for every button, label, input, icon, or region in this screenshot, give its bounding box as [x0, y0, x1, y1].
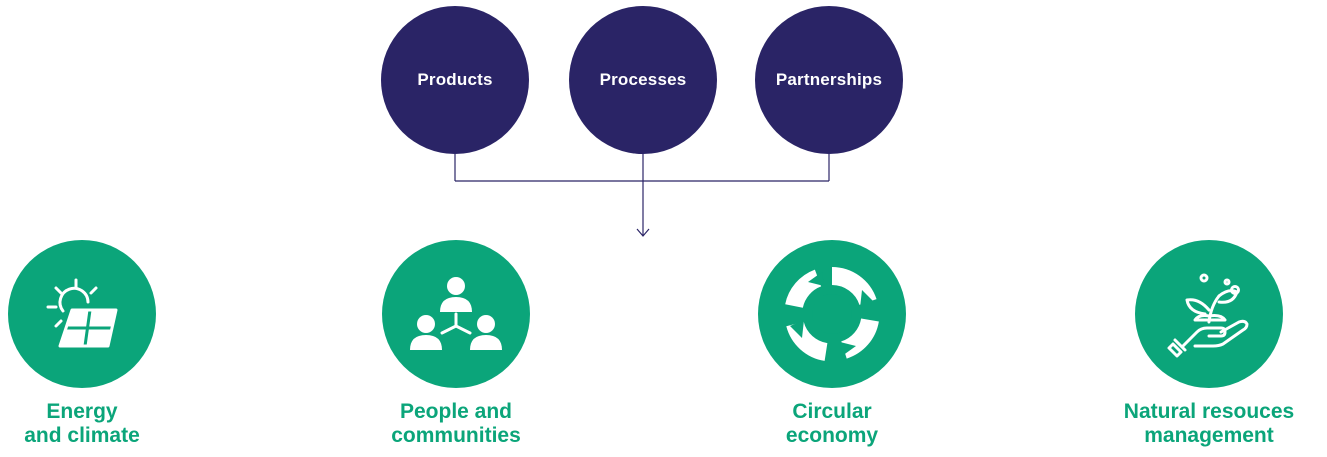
pillar-circle-energy — [8, 240, 156, 388]
arrow-down-icon — [636, 228, 650, 237]
pillar-label-people: People and communities — [336, 400, 576, 448]
pillar-label-line: People and — [399, 400, 513, 423]
pillar-circle-circular — [758, 240, 906, 388]
pillar-circle-natural — [1135, 240, 1283, 388]
driver-circle-products: Products — [381, 6, 529, 154]
pillar-label-line: management — [1144, 424, 1274, 447]
driver-label: Products — [417, 70, 493, 89]
pillar-label-line: Natural resouces — [1123, 400, 1295, 423]
driver-label: Partnerships — [775, 70, 883, 89]
pillar-circle-people — [382, 240, 530, 388]
driver-label: Processes — [599, 70, 687, 89]
circular-arrows-icon — [785, 267, 879, 361]
pillar-label-line: and climate — [24, 424, 140, 447]
pillar-label-energy: Energy and climate — [0, 400, 202, 448]
pillar-label-line: economy — [785, 424, 879, 447]
people-network-icon — [410, 277, 502, 350]
driver-circle-partnerships: Partnerships — [755, 6, 903, 154]
pillar-label-line: Energy — [46, 400, 118, 423]
pillar-label-circular: Circular economy — [712, 400, 952, 448]
driver-circle-processes: Processes — [569, 6, 717, 154]
hand-holding-plant-icon — [1167, 273, 1249, 358]
pillar-label-natural: Natural resouces management — [1089, 400, 1327, 448]
solar-panel-sun-icon — [46, 278, 118, 348]
pillar-label-line: Circular — [792, 400, 872, 423]
pillar-label-line: communities — [391, 424, 521, 447]
